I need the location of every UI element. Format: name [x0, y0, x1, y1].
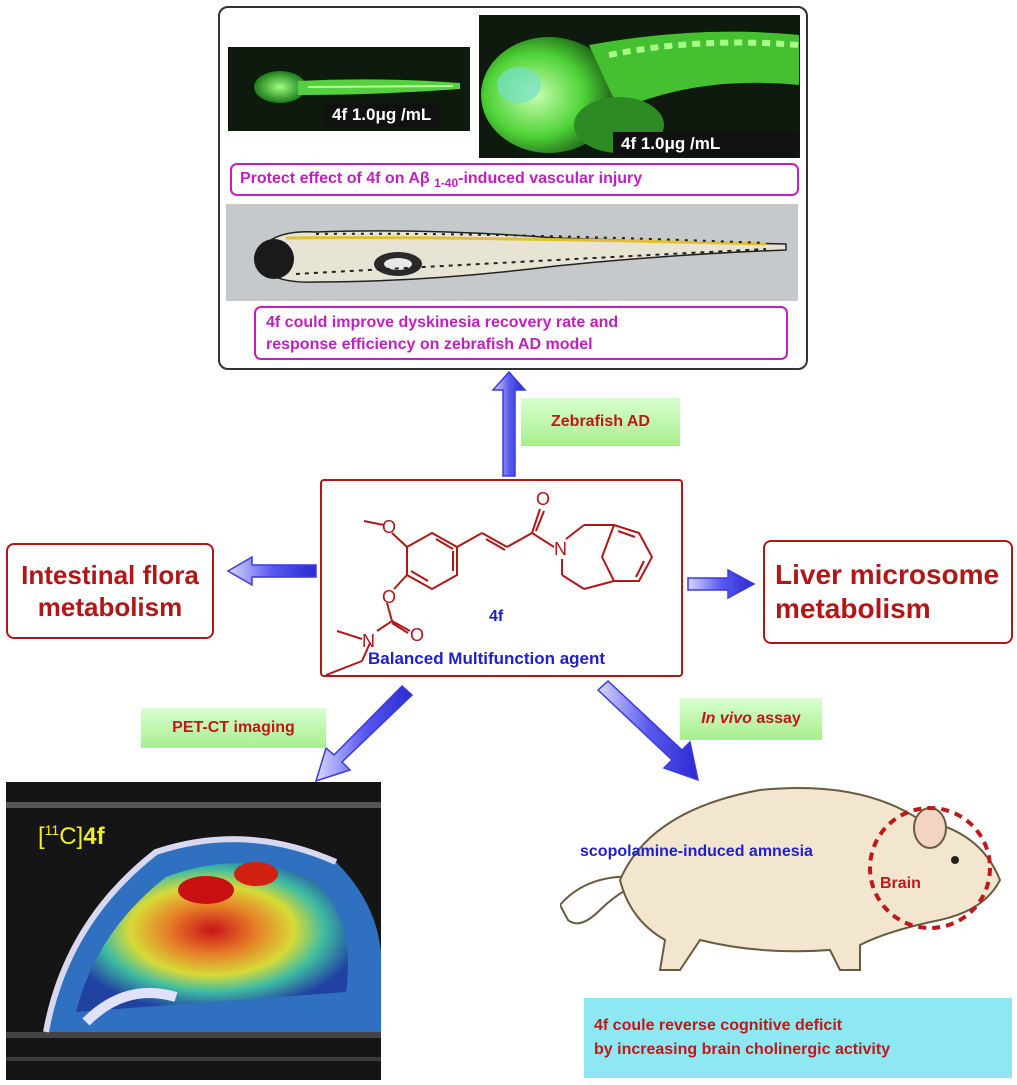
tag-pet-ct: PET-CT imaging — [141, 708, 326, 748]
caption-line-1: 4f coule reverse cognitive deficit — [594, 1017, 843, 1034]
intestinal-flora-line-2: metabolism — [37, 592, 183, 622]
fluo-left-label: 4f 1.0μg /mL — [324, 103, 440, 127]
rat-ear — [913, 807, 947, 849]
liver-microsome-line-1: Liver microsome — [775, 559, 1000, 590]
brain-label: Brain — [880, 875, 921, 892]
tag-zebrafish-ad: Zebrafish AD — [521, 398, 680, 446]
compound-label: 4f — [489, 608, 504, 625]
zebrafish-larva-drawing — [254, 230, 787, 283]
rat-illustration — [560, 787, 1002, 971]
compound-4f-box: O O N O O N 4f Balanced Multifunction ag… — [320, 479, 683, 677]
pet-ct-image: [11C]4f — [6, 782, 381, 1080]
fluorescence-image-large: 4f 1.0μg /mL — [479, 15, 800, 158]
liver-microsome-box: Liver microsome metabolism — [763, 540, 1013, 644]
arrow-down-right-icon — [596, 679, 700, 782]
protect-text-suffix: -induced vascular injury — [458, 170, 643, 187]
arrow-up-icon — [491, 370, 527, 477]
atom-o-methoxy: O — [382, 517, 396, 537]
compound-structure: O O N O O N — [325, 489, 654, 675]
agent-label: Balanced Multifunction agent — [368, 649, 606, 668]
dyskinesia-box: 4f could improve dyskinesia recovery rat… — [254, 306, 788, 360]
brain-circle — [868, 806, 992, 930]
amnesia-label: scopolamine-induced amnesia — [580, 843, 813, 860]
protect-effect-box: Protect effect of 4f on Aβ 1-40-induced … — [230, 163, 799, 196]
tag-in-vivo: In vivo assay — [680, 698, 822, 740]
molecule-atoms: O O N O O N — [362, 489, 567, 651]
arrow-down-left-icon — [314, 684, 414, 783]
fluo-right-label: 4f 1.0μg /mL — [613, 132, 799, 156]
dyskinesia-line-1: 4f could improve dyskinesia recovery rat… — [266, 314, 619, 331]
molecule-bonds — [325, 508, 654, 675]
tracer-prefix: [ — [38, 823, 45, 850]
tag-in-vivo-rest: assay — [751, 710, 801, 727]
pet-ct-scan — [6, 782, 381, 1080]
tracer-sup: 11 — [44, 822, 60, 838]
atom-n-ring: N — [554, 539, 567, 559]
tracer-bold: 4f — [83, 823, 105, 850]
caption-line-2: by increasing brain cholinergic activity — [594, 1041, 891, 1058]
zebrafish-photo — [226, 204, 798, 301]
protect-text-subscript: 1-40 — [434, 176, 459, 191]
dyskinesia-line-2: response efficiency on zebrafish AD mode… — [266, 336, 593, 353]
arrow-left-icon — [226, 555, 317, 587]
tracer-mid: C] — [59, 823, 84, 850]
tracer-label: [11C]4f — [38, 822, 105, 851]
rat-eye — [951, 856, 959, 864]
protect-text-prefix: Protect effect of 4f on Aβ — [240, 170, 430, 187]
liver-microsome-line-2: metabolism — [775, 593, 931, 624]
fluorescence-image-small: 4f 1.0μg /mL — [228, 47, 470, 131]
atom-o-carbonyl: O — [410, 625, 424, 645]
arrow-right-icon — [687, 568, 756, 600]
atom-o-top: O — [536, 489, 550, 509]
tag-in-vivo-italic: In vivo — [701, 710, 752, 727]
zebrafish-fluorescence-small — [254, 71, 460, 103]
intestinal-flora-line-1: Intestinal flora — [21, 560, 199, 590]
zebrafish-fluorescence-large — [481, 31, 800, 153]
atom-o-ester: O — [382, 587, 396, 607]
cognitive-deficit-caption: 4f coule reverse cognitive deficit by in… — [584, 998, 1012, 1078]
atom-n-carbamate: N — [362, 631, 375, 651]
intestinal-flora-box: Intestinal flora metabolism — [6, 543, 214, 639]
